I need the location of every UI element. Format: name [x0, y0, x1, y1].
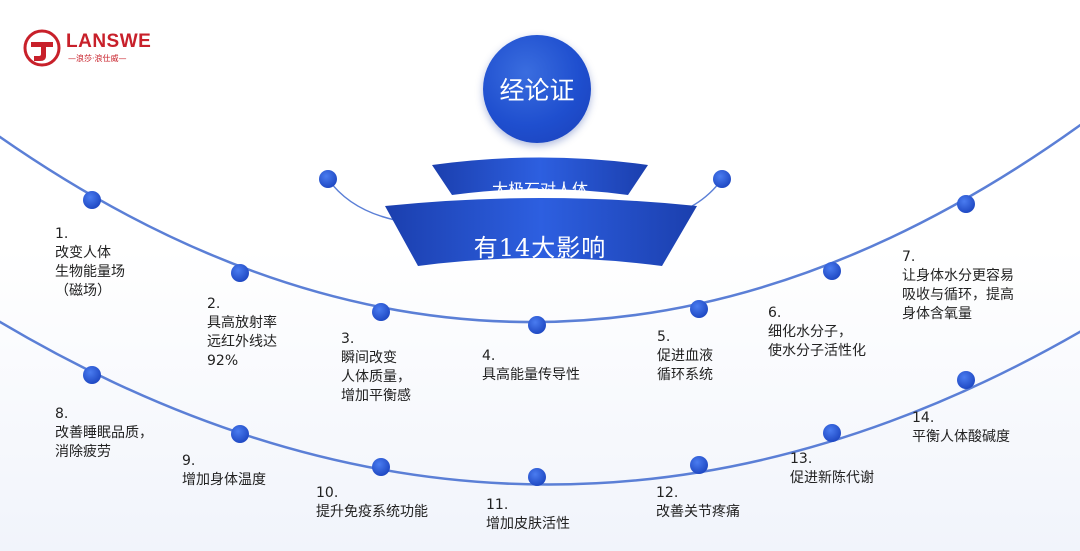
effect-6-label: 6. 细化水分子， 使水分子活性化: [768, 304, 866, 361]
brand-logo: LANSWE —浪莎·浪仕威—: [22, 28, 151, 68]
effect-text: 具高能量传导性: [482, 367, 580, 383]
banner-top-shape: [432, 157, 648, 195]
effect-text: 具高放射率 远红外线达 92%: [207, 315, 277, 369]
effect-number: 4.: [482, 348, 496, 364]
left-connector-dot: [319, 170, 337, 188]
effect-number: 8.: [55, 406, 69, 422]
effect-number: 12.: [656, 485, 679, 501]
effect-5-dot: [690, 300, 708, 318]
effect-number: 7.: [902, 249, 916, 265]
effect-3-label: 3. 瞬间改变 人体质量， 增加平衡感: [341, 330, 411, 406]
center-title: 经论证: [483, 35, 591, 143]
banner-bottom-shape: [385, 198, 697, 266]
effect-text: 增加皮肤活性: [486, 516, 570, 532]
effect-text: 改善关节疼痛: [656, 504, 740, 520]
lower-arc: [0, 320, 1080, 486]
effect-14-dot: [957, 371, 975, 389]
effect-number: 2.: [207, 296, 221, 312]
effect-text: 细化水分子， 使水分子活性化: [768, 324, 866, 359]
effect-9-dot: [231, 425, 249, 443]
effect-2-label: 2. 具高放射率 远红外线达 92%: [207, 295, 277, 371]
effect-number: 3.: [341, 331, 355, 347]
effect-number: 10.: [316, 485, 339, 501]
effect-number: 13.: [790, 451, 813, 467]
effect-text: 促进血液 循环系统: [657, 348, 713, 383]
effect-number: 1.: [55, 226, 69, 242]
effect-number: 9.: [182, 453, 196, 469]
brand-subtitle: —浪莎·浪仕威—: [68, 54, 127, 63]
effect-text: 平衡人体酸碱度: [912, 429, 1010, 445]
effect-8-label: 8. 改善睡眠品质， 消除疲劳: [55, 405, 153, 462]
effect-7-label: 7. 让身体水分更容易 吸收与循环，提高 身体含氧量: [902, 248, 1014, 324]
effect-text: 提升免疫系统功能: [316, 504, 428, 520]
effect-4-label: 4. 具高能量传导性: [482, 347, 580, 385]
brand-logo-icon: [23, 29, 61, 67]
effect-5-label: 5. 促进血液 循环系统: [657, 328, 713, 385]
effect-number: 11.: [486, 497, 509, 513]
effect-2-dot: [231, 264, 249, 282]
effect-number: 5.: [657, 329, 671, 345]
effect-text: 促进新陈代谢: [790, 470, 874, 486]
effect-12-dot: [690, 456, 708, 474]
banner-top-text: 太极石对人体: [491, 180, 588, 199]
effect-number: 14.: [912, 410, 935, 426]
effect-6-dot: [823, 262, 841, 280]
banner-bottom-text: 有14大影响: [473, 234, 607, 262]
effect-10-dot: [372, 458, 390, 476]
brand-name: LANSWE: [66, 31, 152, 52]
effect-4-dot: [528, 316, 546, 334]
effect-7-dot: [957, 195, 975, 213]
effect-9-label: 9. 增加身体温度: [182, 452, 266, 490]
effect-text: 改善睡眠品质， 消除疲劳: [55, 425, 153, 460]
effect-1-label: 1. 改变人体 生物能量场 （磁场）: [55, 225, 125, 301]
right-connector-dot: [713, 170, 731, 188]
effect-11-label: 11. 增加皮肤活性: [486, 496, 570, 534]
effect-12-label: 12. 改善关节疼痛: [656, 484, 740, 522]
effect-14-label: 14. 平衡人体酸碱度: [912, 409, 1010, 447]
effect-number: 6.: [768, 305, 782, 321]
effect-text: 瞬间改变 人体质量， 增加平衡感: [341, 350, 411, 404]
effect-text: 改变人体 生物能量场 （磁场）: [55, 245, 125, 299]
effect-3-dot: [372, 303, 390, 321]
effect-1-dot: [83, 191, 101, 209]
effect-11-dot: [528, 468, 546, 486]
left-connector: [327, 178, 396, 221]
effect-8-dot: [83, 366, 101, 384]
effect-10-label: 10. 提升免疫系统功能: [316, 484, 428, 522]
effect-text: 让身体水分更容易 吸收与循环，提高 身体含氧量: [902, 268, 1014, 322]
effect-13-label: 13. 促进新陈代谢: [790, 450, 874, 488]
effect-text: 增加身体温度: [182, 472, 266, 488]
effect-13-dot: [823, 424, 841, 442]
